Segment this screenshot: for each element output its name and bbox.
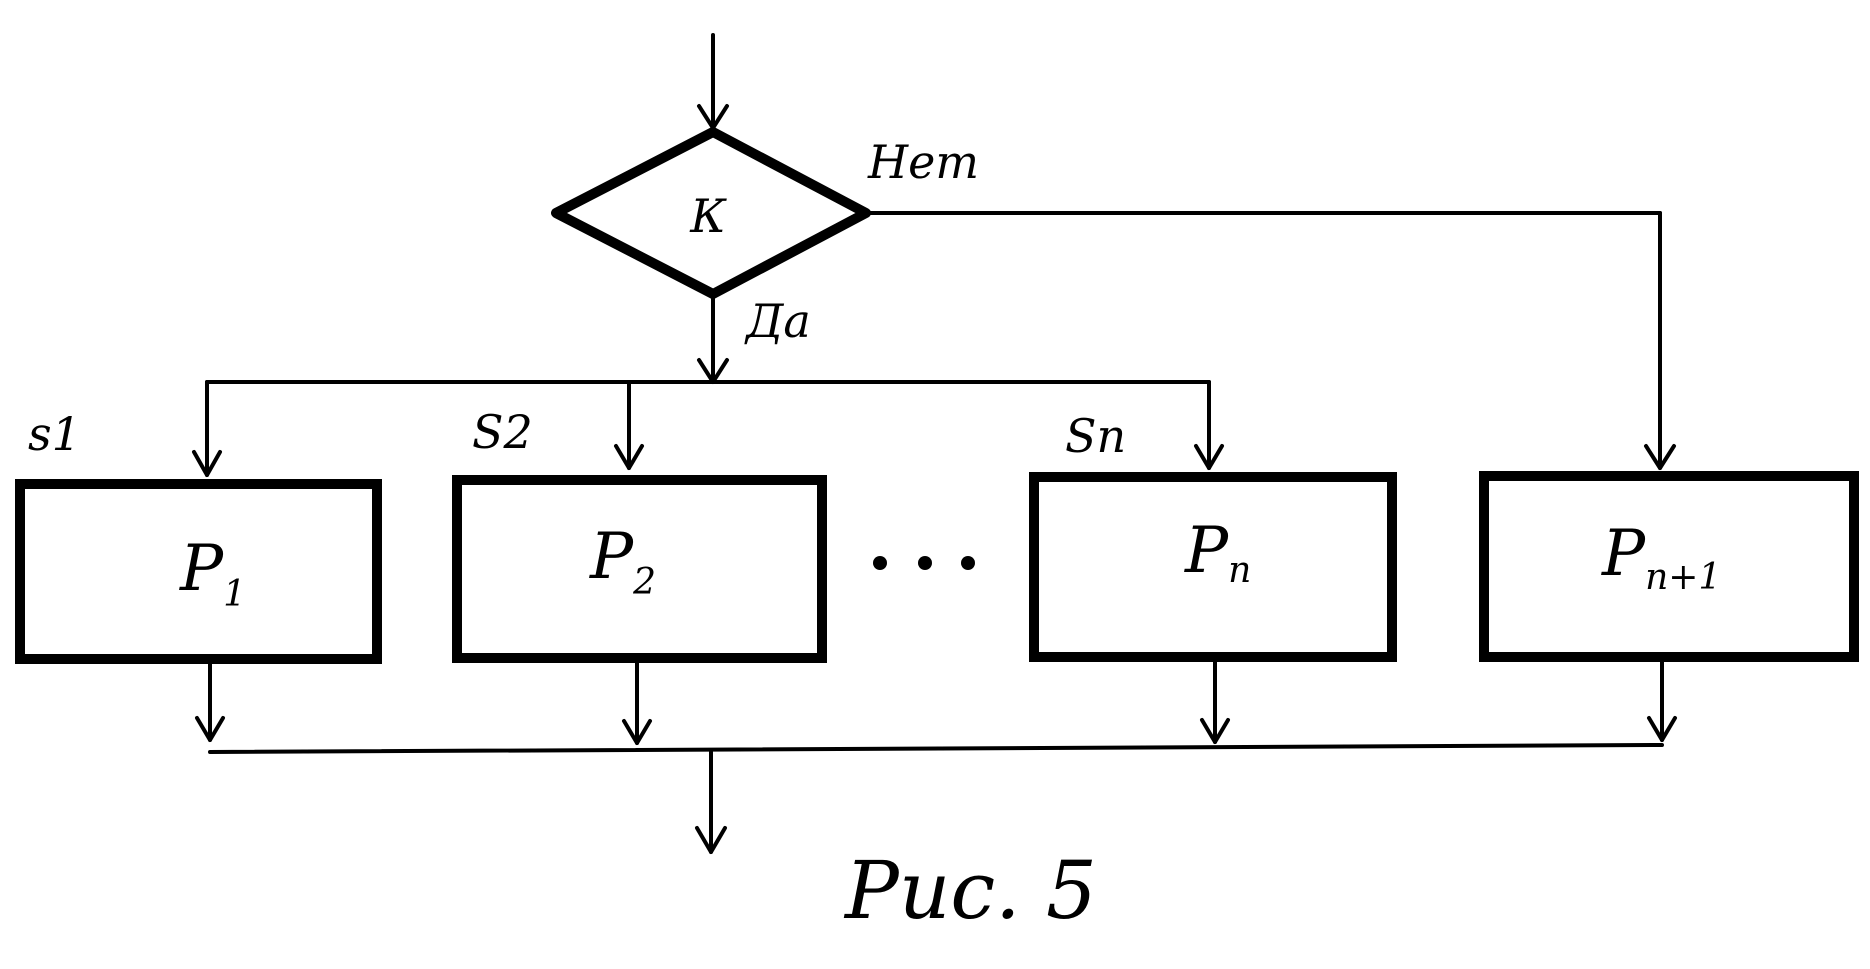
process-n-label: Pn (1184, 514, 1251, 591)
no-label: Нет (867, 135, 979, 189)
branch-2-signal: S2 (472, 405, 533, 459)
process-1-label: P1 (179, 532, 246, 615)
exit-n-arrowhead (1200, 718, 1230, 744)
collection-bus (208, 743, 1664, 754)
decision-condition: К (689, 189, 727, 243)
process-box-n-plus-1 (1479, 471, 1859, 662)
process-box-1 (15, 479, 382, 664)
branch-n-signal: Sn (1065, 409, 1126, 463)
branch-1-signal: s1 (28, 407, 81, 461)
ellipsis (873, 556, 975, 570)
exit-1-arrowhead (195, 716, 225, 742)
branch-n-arrowhead (1194, 444, 1224, 470)
exit-n-plus-1-arrowhead (1647, 716, 1677, 742)
process-box-n (1029, 472, 1397, 662)
branch-2-arrowhead (614, 444, 644, 470)
process-box-2 (452, 475, 827, 663)
yes-label: Да (744, 294, 811, 348)
branch-1-arrowhead (192, 450, 222, 477)
exit-2-arrowhead (622, 719, 652, 745)
process-n-plus-1-label: Pn+1 (1601, 517, 1721, 598)
final-exit-arrowhead (695, 826, 727, 854)
process-2-label: P2 (589, 520, 656, 603)
figure-caption: Рис. 5 (843, 844, 1097, 937)
no-branch-arrowhead (1644, 444, 1676, 470)
